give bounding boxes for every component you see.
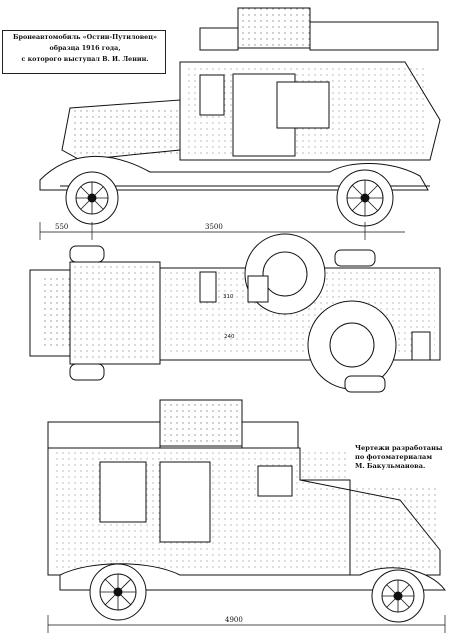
turret-dimension-label-1: 310 (223, 294, 234, 300)
dimension-overall-length: 4900 (225, 616, 243, 624)
turret-dimension-label-2: 240 (224, 334, 235, 340)
dimension-front-overhang: 550 (55, 223, 68, 231)
plan-view-top (29, 233, 441, 393)
credit-line-3: М. Бакульманова. (355, 462, 426, 470)
credit-line-2: по фотоматериалам (355, 453, 433, 461)
credit-line-1: Чертежи разработаны (355, 444, 443, 452)
dimension-line-top (39, 222, 405, 240)
caption-line-2: образца 1916 года, (49, 44, 121, 52)
caption-box (2, 30, 166, 74)
side-view-right (39, 7, 441, 227)
dimension-line-bottom (47, 615, 446, 633)
caption-line-1: Бронеавтомобиль «Остин-Путиловец» (13, 33, 157, 41)
caption-line-3: с которого выступал В. И. Ленин. (21, 55, 149, 63)
dimension-wheelbase: 3500 (205, 223, 223, 231)
side-view-left (47, 399, 447, 623)
